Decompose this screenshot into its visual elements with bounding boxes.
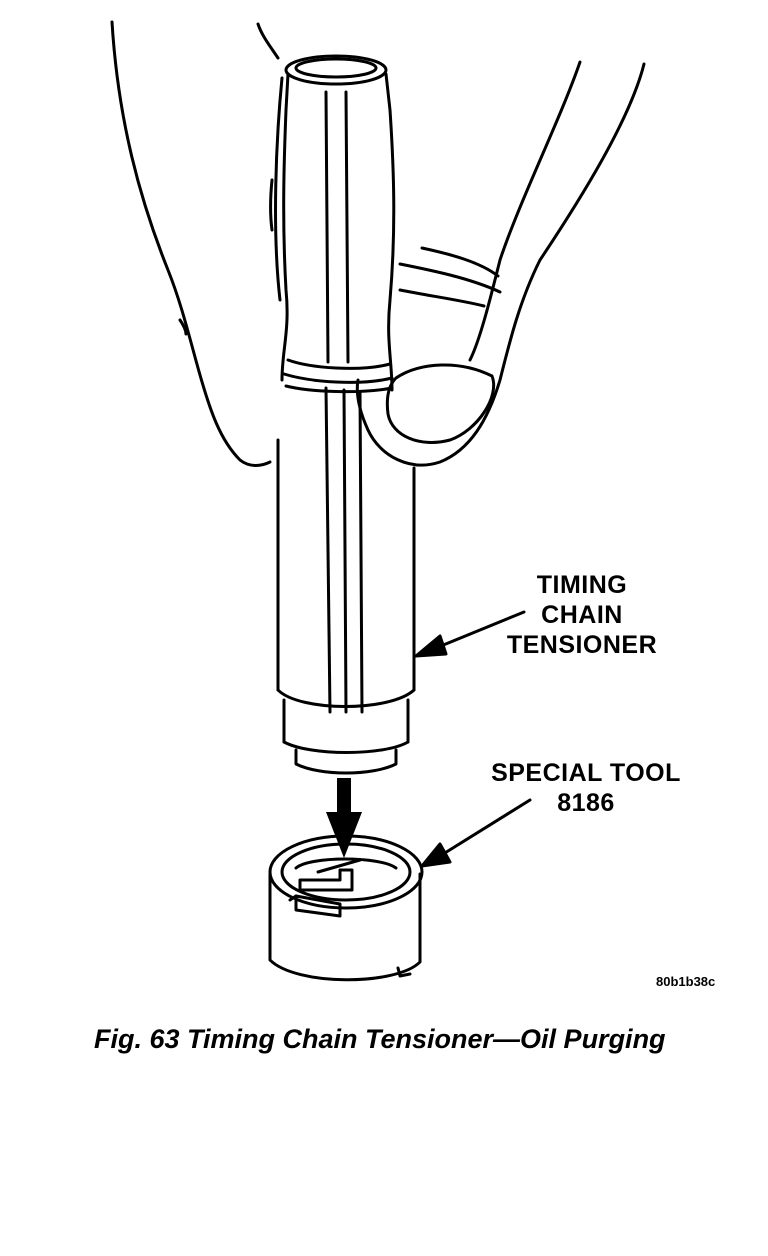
tool-callout-arrow — [420, 798, 532, 868]
tensioner-label-line-1: TIMING — [536, 571, 628, 599]
timing-chain-tensioner-label: TIMING CHAIN TENSIONER — [482, 570, 682, 660]
tensioner-label-line-3: TENSIONER — [506, 631, 658, 659]
special-tool-8186-drawing — [268, 834, 424, 982]
tool-label-line-2: 8186 — [557, 789, 615, 817]
tensioner-label-line-2: CHAIN — [541, 601, 623, 629]
right-thumb-drawing — [355, 60, 646, 467]
tool-label-line-1: SPECIAL TOOL — [491, 759, 681, 787]
figure-caption: Fig. 63 Timing Chain Tensioner—Oil Purgi… — [94, 1024, 666, 1054]
timing-chain-tensioner-drawing — [276, 54, 416, 775]
left-finger-drawing — [110, 20, 284, 467]
tensioner-callout-arrow — [414, 610, 526, 658]
special-tool-label: SPECIAL TOOL 8186 — [476, 758, 696, 818]
image-code: 80b1b38c — [656, 974, 716, 989]
